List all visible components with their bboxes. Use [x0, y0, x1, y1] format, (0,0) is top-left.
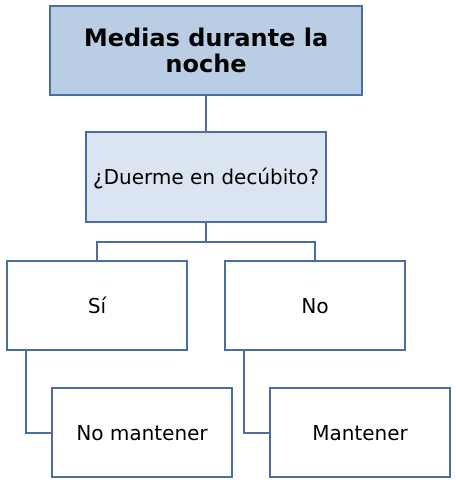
- result-yes-label: No mantener: [76, 420, 208, 445]
- option-yes-label: Sí: [87, 293, 107, 318]
- connector-question-stem: [205, 223, 207, 242]
- connector-branch-horizontal: [96, 241, 316, 243]
- title-box: Medias durante la noche: [49, 5, 363, 96]
- result-no-box: Mantener: [269, 387, 451, 478]
- title-text: Medias durante la noche: [83, 23, 329, 78]
- connector-title-question: [205, 96, 207, 131]
- result-yes-box: No mantener: [51, 387, 233, 478]
- option-yes-box: Sí: [6, 260, 188, 351]
- option-no-box: No: [224, 260, 406, 351]
- connector-yes-result-horizontal: [25, 432, 51, 434]
- connector-branch-no: [314, 241, 316, 260]
- connector-branch-yes: [96, 241, 98, 260]
- connector-no-result-vertical: [243, 351, 245, 434]
- connector-no-result-horizontal: [243, 432, 269, 434]
- option-no-label: No: [301, 293, 329, 318]
- connector-yes-result-vertical: [25, 351, 27, 434]
- question-text: ¿Duerme en decúbito?: [93, 165, 319, 189]
- question-box: ¿Duerme en decúbito?: [85, 131, 327, 223]
- result-no-label: Mantener: [312, 420, 408, 445]
